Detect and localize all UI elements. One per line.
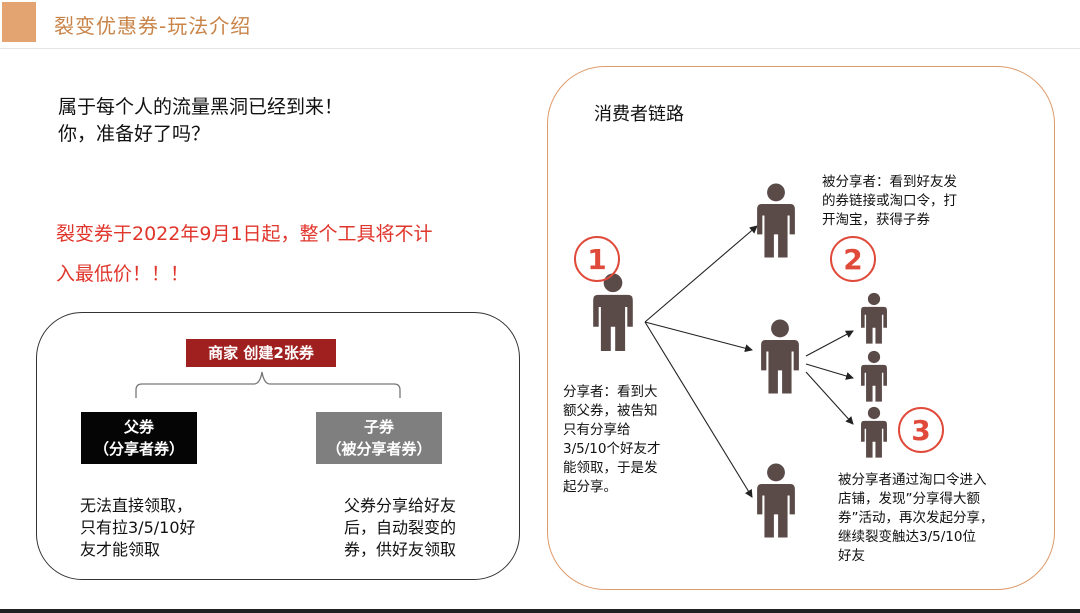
merchant-coupon-panel (36, 312, 520, 580)
intro-line-2: 你，准备好了吗？ (58, 123, 211, 145)
child-coupon-desc: 父券分享给好友 后，自动裂变的 券，供好友领取 (344, 496, 457, 559)
person-icon-sharer (593, 273, 633, 351)
merchant-label: 商家 创建2张券 (186, 339, 336, 367)
arrow-to-friend-top (644, 225, 758, 323)
parent-coupon-box: 父券 （分享者券） (81, 412, 197, 464)
page-title: 裂变优惠券-玩法介绍 (54, 14, 252, 38)
title-accent-block (2, 2, 36, 42)
child-coupon-box: 子券 （被分享者券） (316, 412, 442, 464)
notice-line-1: 裂变券于2022年9月1日起，整个工具将不计 (56, 223, 433, 245)
person-icon-friend-bottom (757, 463, 795, 538)
person-icon-subfriend-3 (861, 406, 887, 458)
coupon-bracket (135, 371, 401, 398)
arrow-to-friend-middle (644, 321, 753, 353)
intro-line-1: 属于每个人的流量黑洞已经到来！ (58, 96, 344, 118)
child-coupon-title: 子券 (363, 418, 394, 436)
consumer-chain-panel (547, 66, 1055, 590)
step-3-number: 3 (898, 407, 944, 453)
consumer-chain-title: 消费者链路 (594, 104, 684, 125)
parent-coupon-desc: 无法直接领取， 只有拉3/5/10好 友才能领取 (80, 496, 196, 559)
arrow-to-subfriend-2 (805, 363, 854, 380)
notice-line-2: 入最低价！！！ (56, 263, 190, 285)
person-icon-subfriend-1 (861, 292, 887, 344)
title-bar (0, 0, 1080, 48)
step-1-desc: 分享者：看到大 额父券，被告知 只有分享给 3/5/10个好友才 能领取，于是发… (563, 384, 661, 495)
step-3-desc: 被分享者通过淘口令进入 店铺，发现”分享得大额 券”活动，再次发起分享， 继续裂… (838, 472, 994, 564)
step-2-number: 2 (830, 236, 876, 282)
arrow-to-subfriend-3 (805, 371, 854, 425)
bottom-edge-strip (0, 609, 1080, 613)
parent-coupon-subtitle: （分享者券） (93, 440, 184, 458)
child-coupon-subtitle: （被分享者券） (326, 440, 432, 458)
step-1-number: 1 (574, 236, 620, 282)
person-icon-friend-top (757, 183, 795, 258)
arrow-to-subfriend-1 (805, 330, 854, 357)
title-divider (0, 48, 1080, 49)
parent-coupon-title: 父券 (123, 418, 154, 436)
arrow-to-friend-bottom (644, 321, 753, 498)
person-icon-subfriend-2 (861, 350, 887, 402)
person-icon-friend-middle (761, 319, 799, 394)
step-2-desc: 被分享者：看到好友发 的券链接或淘口令，打 开淘宝，获得子券 (822, 174, 957, 228)
